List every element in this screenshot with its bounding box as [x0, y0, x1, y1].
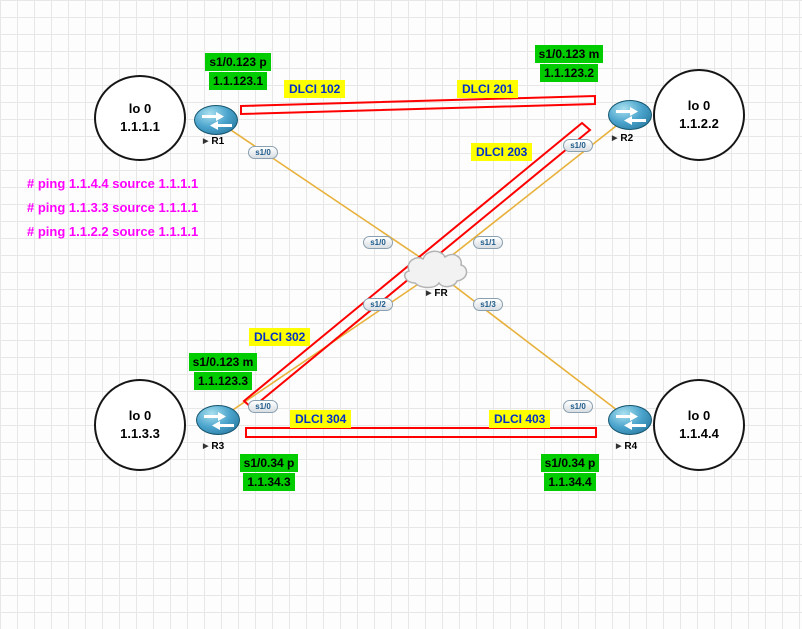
ping-commands-note: # ping 1.1.4.4 source 1.1.1.1 # ping 1.1… [27, 172, 198, 244]
router-arrows-icon [616, 412, 646, 430]
subif-name-r4-34: s1/0.34 p [540, 454, 600, 472]
device-label-r1: ▶ R1 [203, 136, 224, 147]
subif-note-r2: s1/0.123 m 1.1.123.2 [526, 45, 612, 83]
subif-note-r1: s1/0.123 p 1.1.123.1 [196, 53, 280, 91]
router-icon-r4[interactable] [608, 405, 652, 435]
interface-pill-fr-s1-0: s1/0 [363, 236, 393, 249]
subif-ip-r1: 1.1.123.1 [208, 72, 268, 90]
device-label-fr: ▶ FR [426, 288, 448, 299]
loopback-ellipse-r1[interactable]: lo 0 1.1.1.1 [94, 75, 186, 161]
subif-name-r2: s1/0.123 m [534, 45, 604, 63]
play-icon: ▶ [203, 137, 209, 145]
frame-relay-cloud[interactable] [399, 245, 471, 293]
subif-ip-r2: 1.1.123.2 [539, 64, 599, 82]
subif-note-r3-34: s1/0.34 p 1.1.34.3 [229, 454, 309, 492]
interface-pill-r4-s1-0: s1/0 [563, 400, 593, 413]
interface-pill-r2-s1-0: s1/0 [563, 139, 593, 152]
device-name-fr: FR [434, 288, 448, 299]
device-label-r4: ▶ R4 [616, 441, 637, 452]
dlci-label-304: DLCI 304 [290, 410, 352, 428]
play-icon: ▶ [426, 289, 432, 297]
pvc-highlight-r1-r2 [240, 94, 596, 116]
subif-ip-r4-34: 1.1.34.4 [544, 473, 596, 491]
interface-pill-fr-s1-1: s1/1 [473, 236, 503, 249]
subif-note-r4-34: s1/0.34 p 1.1.34.4 [530, 454, 610, 492]
loopback-ellipse-r3[interactable]: lo 0 1.1.3.3 [94, 379, 186, 471]
play-icon: ▶ [203, 442, 209, 450]
subif-ip-r3-123: 1.1.123.3 [193, 372, 253, 390]
ping-command-3: # ping 1.1.2.2 source 1.1.1.1 [27, 224, 199, 239]
loopback-title-r4: lo 0 [687, 408, 711, 423]
device-name-r1: R1 [211, 136, 225, 147]
router-icon-r2[interactable] [608, 100, 652, 130]
subif-ip-r3-34: 1.1.34.3 [243, 473, 295, 491]
router-arrows-icon [204, 412, 234, 430]
link-r1-fr[interactable] [215, 119, 437, 269]
dlci-label-201: DLCI 201 [457, 80, 519, 98]
loopback-ip-r1: 1.1.1.1 [120, 119, 160, 134]
subif-name-r3-34: s1/0.34 p [239, 454, 299, 472]
router-arrows-icon [202, 112, 232, 130]
router-icon-r3[interactable] [196, 405, 240, 435]
loopback-title-r2: lo 0 [687, 98, 711, 113]
ping-command-1: # ping 1.1.4.4 source 1.1.1.1 [27, 176, 199, 191]
loopback-title-r1: lo 0 [128, 101, 152, 116]
router-arrows-icon [616, 107, 646, 125]
dlci-label-302: DLCI 302 [249, 328, 311, 346]
ping-command-2: # ping 1.1.3.3 source 1.1.1.1 [27, 200, 199, 215]
interface-pill-r1-s1-0: s1/0 [248, 146, 278, 159]
device-label-r3: ▶ R3 [203, 441, 224, 452]
device-name-r4: R4 [624, 441, 638, 452]
play-icon: ▶ [616, 442, 622, 450]
subif-name-r3-123: s1/0.123 m [188, 353, 258, 371]
dlci-label-203: DLCI 203 [471, 143, 533, 161]
interface-pill-fr-s1-2: s1/2 [363, 298, 393, 311]
interface-pill-fr-s1-3: s1/3 [473, 298, 503, 311]
loopback-ellipse-r4[interactable]: lo 0 1.1.4.4 [653, 379, 745, 471]
device-name-r3: R3 [211, 441, 225, 452]
interface-pill-r3-s1-0: s1/0 [248, 400, 278, 413]
play-icon: ▶ [612, 134, 618, 142]
router-icon-r1[interactable] [194, 105, 238, 135]
loopback-ip-r2: 1.1.2.2 [679, 116, 719, 131]
pvc-highlight-r3-r4 [245, 427, 597, 438]
device-label-r2: ▶ R2 [612, 133, 633, 144]
loopback-ellipse-r2[interactable]: lo 0 1.1.2.2 [653, 69, 745, 161]
dlci-label-102: DLCI 102 [284, 80, 346, 98]
loopback-ip-r4: 1.1.4.4 [679, 426, 719, 441]
loopback-title-r3: lo 0 [128, 408, 152, 423]
link-r2-fr[interactable] [435, 114, 631, 269]
subif-note-r3-123: s1/0.123 m 1.1.123.3 [180, 353, 266, 391]
loopback-ip-r3: 1.1.3.3 [120, 426, 160, 441]
cloud-icon [404, 250, 468, 289]
link-r4-fr[interactable] [435, 271, 631, 421]
dlci-label-403: DLCI 403 [489, 410, 551, 428]
device-name-r2: R2 [620, 133, 634, 144]
subif-name-r1: s1/0.123 p [205, 53, 271, 71]
